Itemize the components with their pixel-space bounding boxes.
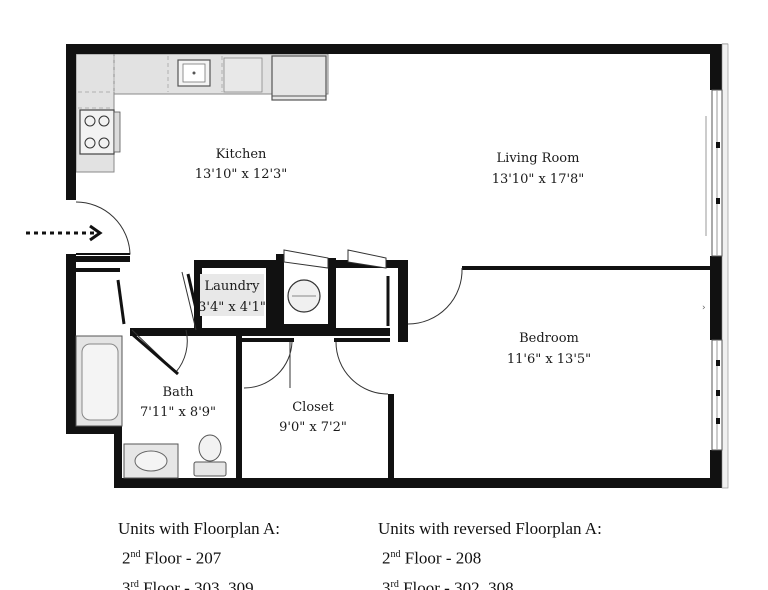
bath-door	[131, 329, 188, 373]
wall-right-top	[710, 44, 722, 90]
closet-door-right	[335, 341, 389, 395]
refrigerator	[271, 55, 327, 101]
doors	[75, 201, 463, 395]
floorplan: › Kitchen 13'10" x 12'3" Living Room 13'…	[26, 43, 729, 489]
bedroom-dims: 11'6" x 13'5"	[507, 352, 591, 367]
kitchen-label: Kitchen	[216, 147, 267, 162]
units-b-line1: 2nd Floor - 208	[382, 548, 482, 568]
laundry-label: Laundry	[204, 279, 260, 294]
water-heater	[287, 279, 321, 313]
toilet-bowl	[198, 434, 222, 462]
wall-right-mid	[710, 256, 722, 340]
toilet-tank	[193, 461, 227, 477]
laundry-dims: 3'4" x 4'1"	[198, 300, 266, 315]
units-b-title: Units with reversed Floorplan A:	[378, 519, 602, 538]
laundry-label-bg	[200, 274, 264, 316]
units-a-title: Units with Floorplan A:	[118, 519, 280, 538]
living-room-dims: 13'10" x 17'8"	[492, 172, 585, 187]
kitchen-dims: 13'10" x 12'3"	[195, 167, 288, 182]
bath-label: Bath	[163, 385, 195, 400]
wall-left-upper	[66, 44, 76, 200]
wall-top	[66, 44, 728, 54]
units-a-line1: 2nd Floor - 207	[122, 548, 222, 568]
units-a-line2: 3rd Floor - 303, 309	[122, 578, 254, 590]
entry-arrow-icon	[26, 224, 103, 242]
entry-door	[75, 201, 131, 255]
wall-bath-step-v	[114, 426, 122, 488]
closet-dims: 9'0" x 7'2"	[279, 420, 347, 435]
bedroom-label: Bedroom	[519, 331, 579, 346]
closet-door-upper-left	[283, 249, 329, 269]
closet-label: Closet	[292, 400, 334, 415]
wall-left-lower	[66, 254, 76, 434]
wall-bottom	[114, 478, 728, 488]
kitchen-counters	[75, 53, 329, 173]
laundry-door	[181, 271, 197, 331]
bath-dims: 7'11" x 8'9"	[140, 405, 216, 420]
windows	[705, 89, 723, 451]
stove	[79, 109, 115, 155]
closet-door-left	[243, 341, 293, 389]
units-floorplan-a: Units with Floorplan A: 2nd Floor - 207 …	[118, 516, 280, 590]
bath-fixtures	[75, 335, 227, 479]
living-room-label: Living Room	[497, 151, 580, 166]
bedroom-door	[407, 267, 463, 325]
wall-bath-step-h	[66, 426, 120, 434]
wall-right-bottom	[710, 450, 722, 488]
exterior-hatch	[721, 43, 729, 489]
walls	[66, 44, 728, 488]
dishwasher	[223, 57, 263, 93]
units-b-line2: 3rd Floor - 302, 308	[382, 578, 514, 590]
svg-text:›: ›	[702, 303, 706, 313]
units-reversed-floorplan-a: Units with reversed Floorplan A: 2nd Flo…	[378, 516, 602, 590]
closet-door-upper-right	[347, 249, 387, 269]
